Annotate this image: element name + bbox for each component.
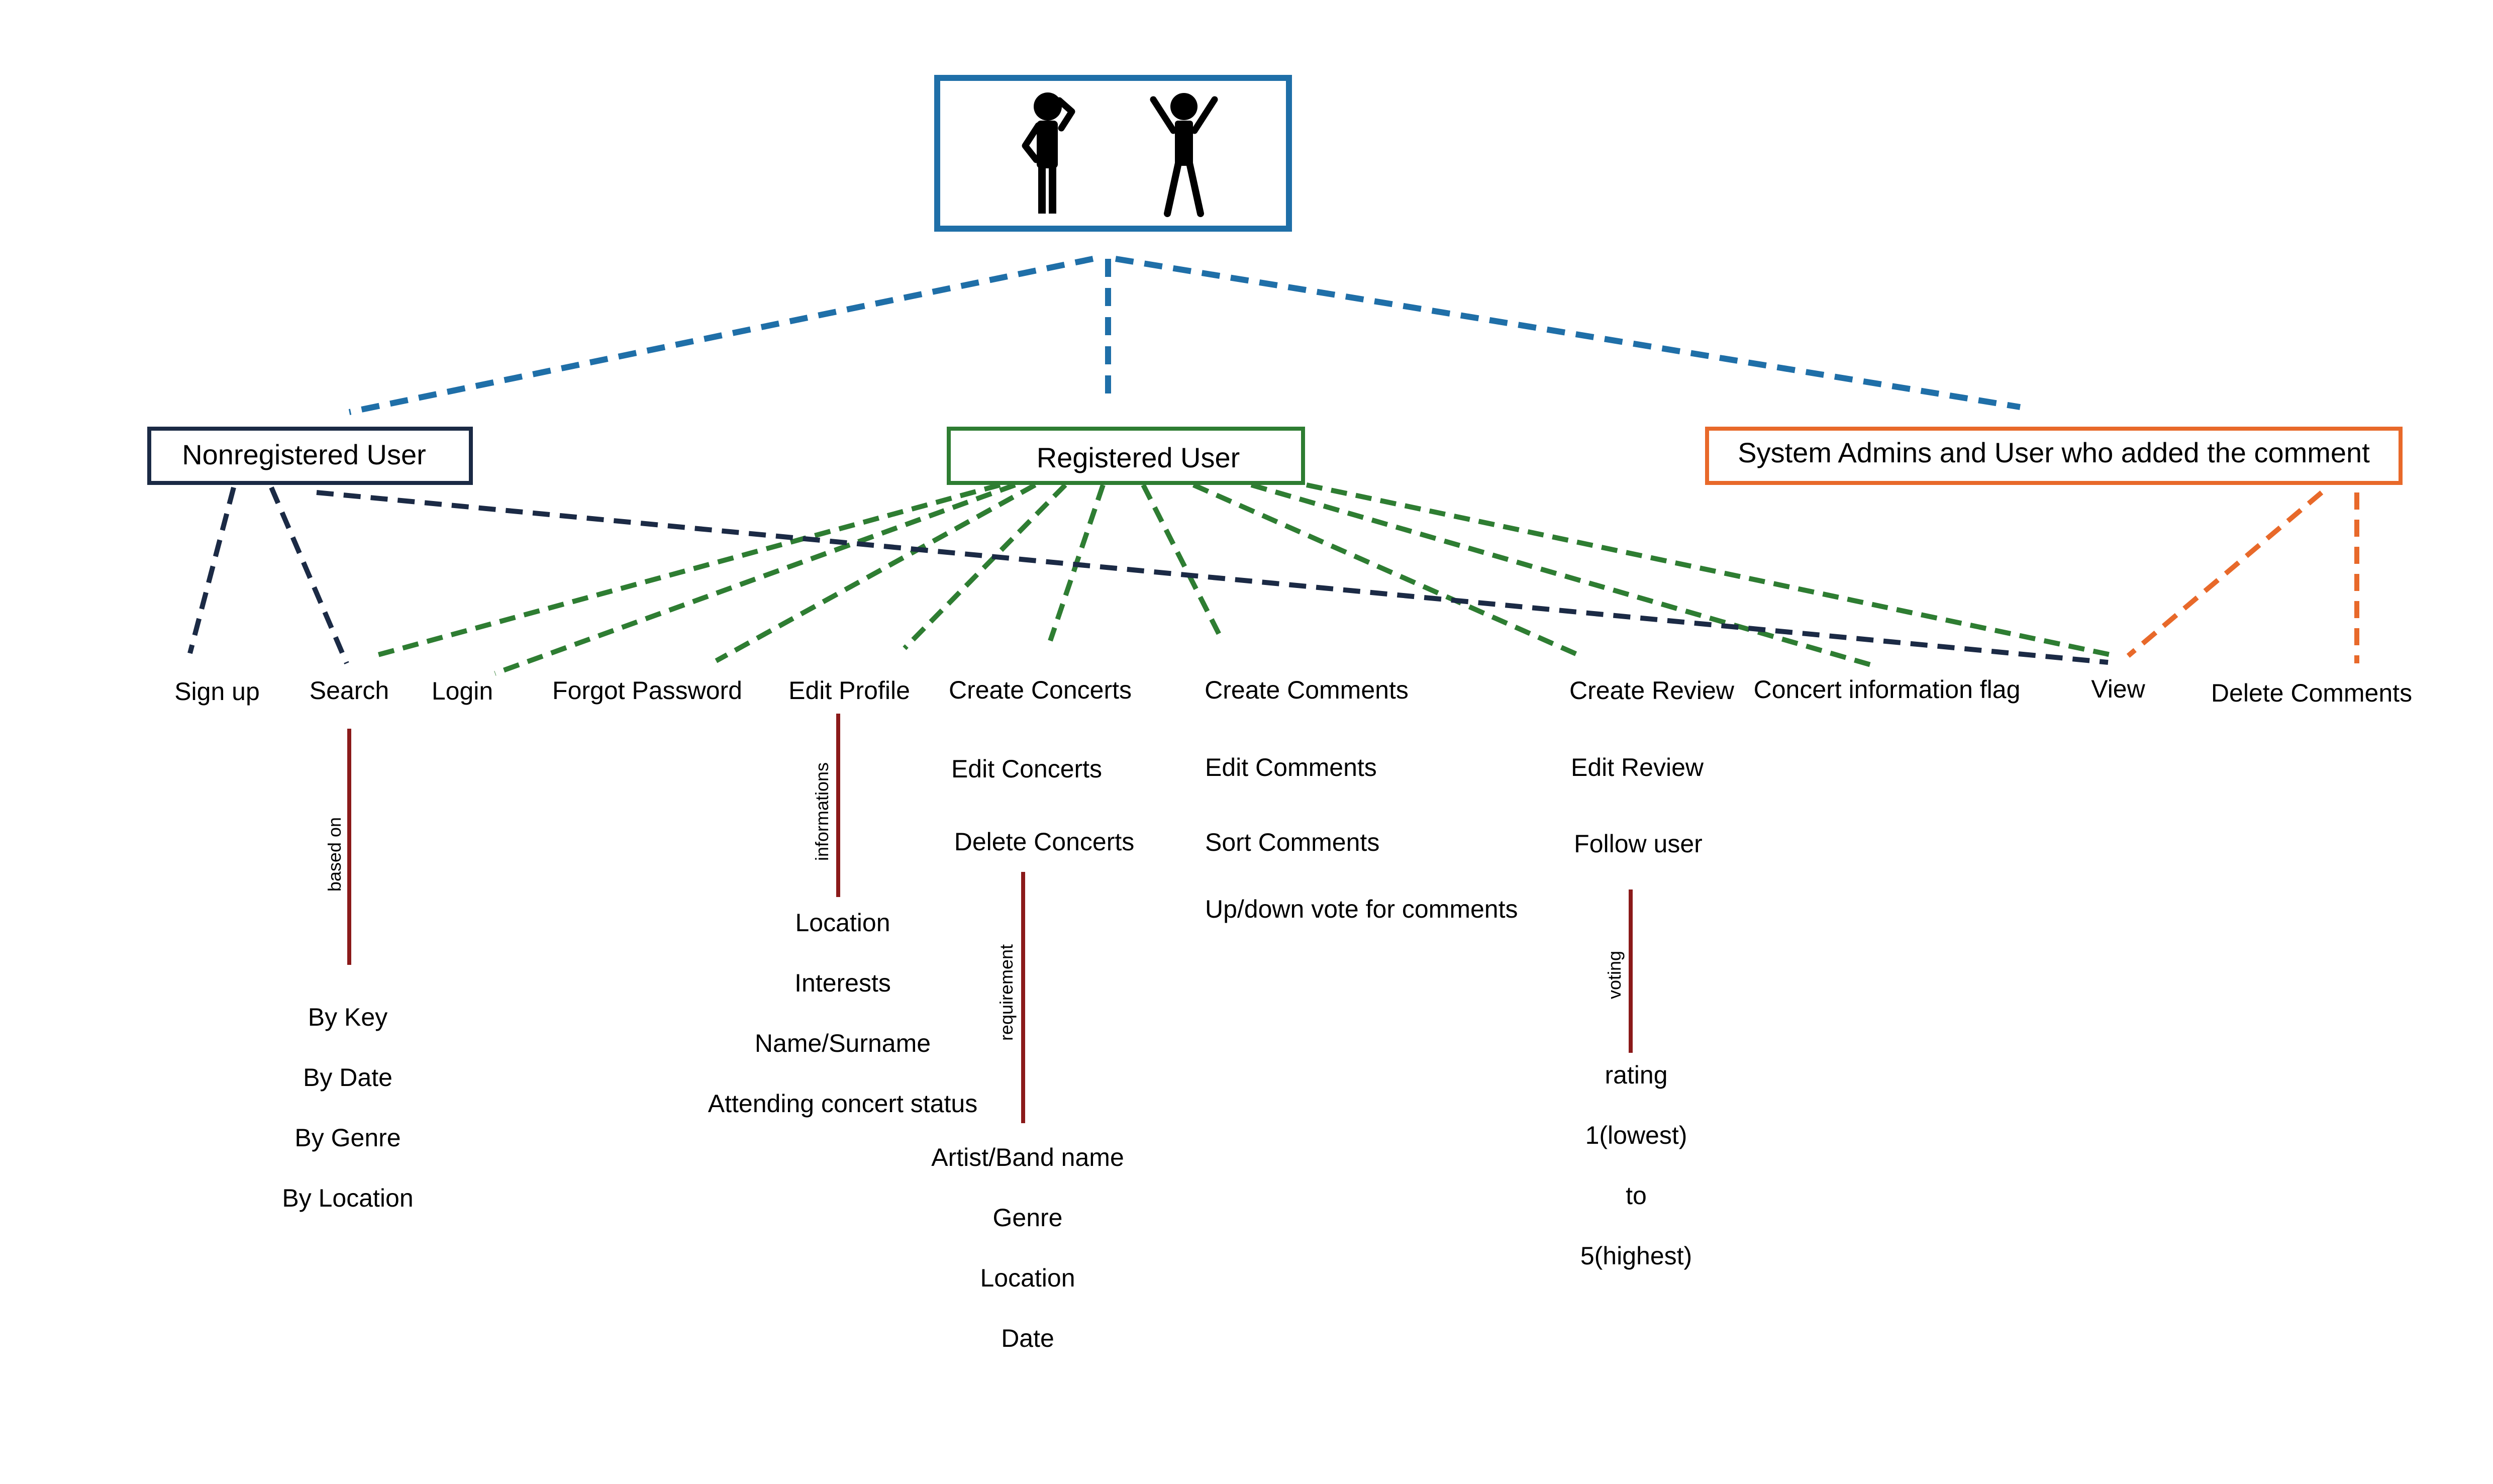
registered-to-concert-flag — [1250, 482, 1875, 668]
search-item: By Genre — [294, 1124, 401, 1152]
action-create-review: Create Review — [1569, 676, 1735, 705]
nonregistered-label: Nonregistered User — [182, 439, 426, 470]
action-edit-comments: Edit Comments — [1205, 753, 1377, 781]
connector-to-nonregistered — [348, 256, 1094, 415]
nonregistered-to-view — [316, 490, 2109, 665]
role-registered: Registered User — [947, 427, 1305, 485]
review-detail: voting rating 1(lowest) to 5(highest) — [1580, 889, 1692, 1270]
admins-label: System Admins and User who added the com… — [1738, 437, 2370, 468]
search-item: By Key — [308, 1003, 387, 1031]
search-detail: based on By Key By Date By Genre By Loca… — [282, 729, 414, 1212]
concert-detail: requirement Artist/Band name Genre Locat… — [931, 872, 1124, 1352]
registered-to-create-review — [1192, 482, 1582, 658]
profile-detail: informations Location Interests Name/Sur… — [708, 714, 977, 1118]
actor-connectors — [348, 256, 2021, 415]
profile-item: Interests — [794, 969, 891, 997]
action-delete-concerts: Delete Concerts — [954, 828, 1135, 856]
action-follow-user: Follow user — [1574, 830, 1703, 858]
nonregistered-to-sign-up — [187, 486, 236, 654]
registered-label: Registered User — [1037, 442, 1240, 473]
thinking-person-icon — [1022, 92, 1075, 214]
review-actions: Edit Review Follow user — [1571, 753, 1704, 858]
review-item: 1(lowest) — [1585, 1121, 1687, 1149]
action-forgot-password: Forgot Password — [552, 676, 742, 705]
concert-item: Genre — [993, 1204, 1063, 1232]
registered-to-search — [373, 482, 1001, 658]
review-item: 5(highest) — [1580, 1242, 1692, 1270]
concert-item: Date — [1001, 1324, 1054, 1352]
search-item: By Date — [303, 1063, 392, 1092]
search-connector-label: based on — [324, 817, 345, 892]
action-search: Search — [310, 676, 389, 705]
action-view: View — [2091, 675, 2145, 703]
nonregistered-connectors — [187, 486, 2109, 665]
admin-connectors — [2126, 490, 2359, 663]
concert-connector-label: requirement — [996, 944, 1017, 1041]
review-item: to — [1626, 1181, 1647, 1210]
concert-item: Location — [980, 1264, 1075, 1292]
review-item: rating — [1605, 1061, 1667, 1089]
action-vote-comments: Up/down vote for comments — [1205, 895, 1518, 923]
registered-to-forgot-password — [715, 482, 1037, 663]
admins-to-view — [2126, 490, 2324, 658]
profile-item: Name/Surname — [755, 1029, 931, 1057]
registered-connectors — [373, 482, 2117, 676]
action-concert-flag: Concert information flag — [1754, 675, 2021, 704]
action-login: Login — [432, 677, 493, 705]
profile-item: Attending concert status — [708, 1090, 977, 1118]
actor-box-frame — [934, 75, 1292, 232]
concert-item: Artist/Band name — [931, 1143, 1124, 1171]
action-edit-review: Edit Review — [1571, 753, 1704, 781]
action-create-comments: Create Comments — [1205, 676, 1409, 704]
search-item: By Location — [282, 1184, 413, 1212]
role-admins: System Admins and User who added the com… — [1705, 427, 2403, 485]
profile-item: Location — [795, 909, 890, 937]
action-sort-comments: Sort Comments — [1205, 828, 1379, 856]
registered-to-edit-profile — [903, 483, 1067, 650]
registered-to-login — [494, 482, 1016, 676]
action-sign-up: Sign up — [174, 677, 260, 706]
action-edit-profile: Edit Profile — [788, 676, 910, 705]
registered-to-view — [1306, 482, 2117, 658]
role-nonregistered: Nonregistered User — [147, 427, 473, 485]
actor-box — [934, 75, 1292, 232]
connector-to-admins — [1115, 256, 2021, 410]
profile-connector-label: informations — [812, 762, 832, 861]
comment-actions: Edit Comments Sort Comments Up/down vote… — [1205, 753, 1518, 923]
actions-row: Sign up Search Login Forgot Password Edi… — [174, 675, 2412, 707]
registered-to-create-comments — [1141, 483, 1224, 640]
nonregistered-to-search — [269, 486, 349, 664]
action-create-concerts: Create Concerts — [949, 676, 1132, 704]
concert-actions: Edit Concerts Delete Concerts — [951, 755, 1134, 856]
cheering-person-icon — [1150, 93, 1218, 217]
action-delete-comments: Delete Comments — [2211, 679, 2412, 707]
review-connector-label: voting — [1604, 951, 1625, 999]
action-edit-concerts: Edit Concerts — [951, 755, 1102, 783]
